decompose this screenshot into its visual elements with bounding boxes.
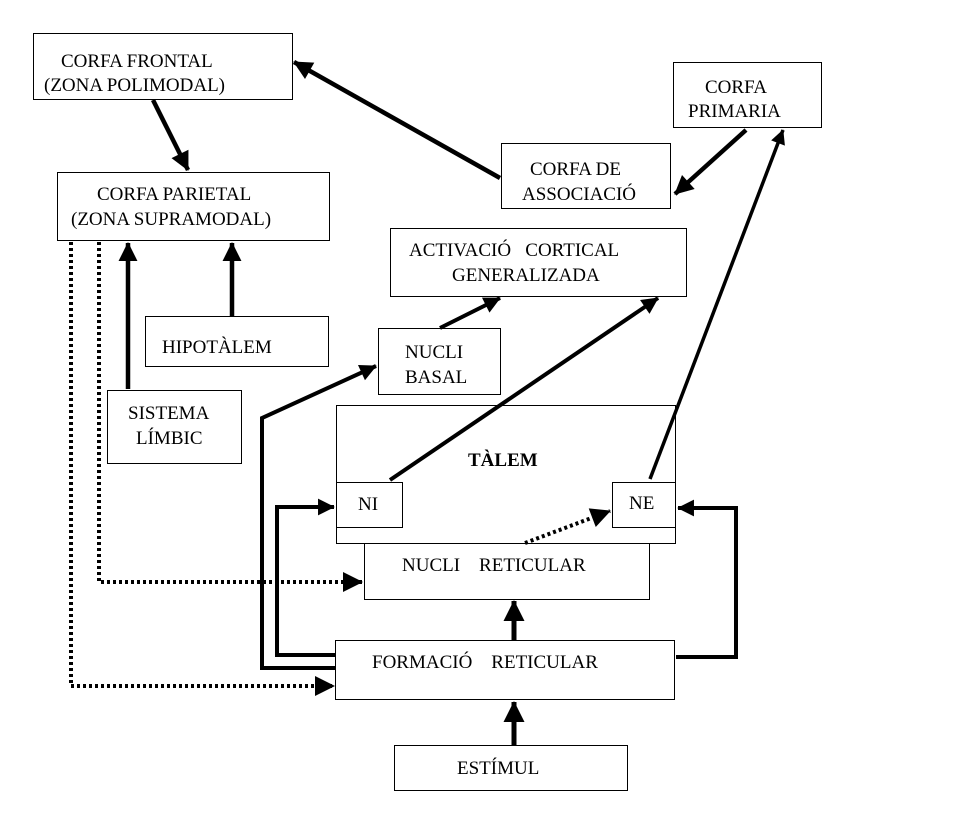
estimul-box <box>394 745 628 791</box>
nucli-basal-label-line2: BASAL <box>405 367 468 388</box>
corfa-frontal-label-line2: (ZONA POLIMODAL) <box>44 75 226 96</box>
nucli-reticular-label: NUCLI RETICULAR <box>402 555 586 576</box>
nucli-basal-box <box>378 328 501 395</box>
activacio-cortical-box <box>390 228 687 297</box>
corfa-primaria-label-line2: PRIMARIA <box>688 101 781 122</box>
arrow-primaria-to-associacio <box>673 128 748 196</box>
arrow-reticular-to-ne-dotted <box>524 508 611 545</box>
ni-label: NI <box>358 494 379 515</box>
sistema-limbic-label-line2: LÍMBIC <box>136 428 203 449</box>
sistema-limbic-box <box>107 390 242 464</box>
nucli-reticular-box <box>364 543 650 600</box>
formacio-reticular-box <box>335 640 675 700</box>
corfa-parietal-label-line2: (ZONA SUPRAMODAL) <box>71 209 272 230</box>
corfa-associacio-label-line1: CORFA DE <box>530 159 621 180</box>
estimul-label: ESTÍMUL <box>457 758 540 779</box>
talem-label: TÀLEM <box>468 450 538 471</box>
arrow-formacio-to-ne <box>676 499 738 659</box>
activacio-cortical-label-line2: GENERALIZADA <box>452 265 600 286</box>
corfa-parietal-label-line1: CORFA PARIETAL <box>97 184 252 205</box>
arrow-parietal-to-formacio-dotted <box>69 242 335 696</box>
hipotalem-label: HIPOTÀLEM <box>162 337 272 358</box>
sistema-limbic-label-line1: SISTEMA <box>128 403 210 424</box>
ne-box <box>612 482 676 528</box>
corfa-primaria-label-line1: CORFA <box>705 77 767 98</box>
corfa-frontal-box <box>33 33 293 100</box>
corfa-parietal-box <box>57 172 330 241</box>
hipotalem-box <box>145 316 329 367</box>
arrow-basal-to-activacio <box>439 296 501 330</box>
arrow-ni-to-activacio <box>388 296 660 482</box>
arrow-frontal-to-parietal <box>150 98 191 172</box>
formacio-reticular-label: FORMACIÓ RETICULAR <box>372 652 598 673</box>
activacio-cortical-label-line1: ACTIVACIÓ CORTICAL <box>409 240 620 261</box>
arrow-associacio-to-frontal <box>292 60 502 180</box>
corfa-associacio-box <box>501 143 671 209</box>
corfa-frontal-label-line1: CORFA FRONTAL <box>61 51 213 72</box>
corfa-primaria-box <box>673 62 822 128</box>
arrow-formacio-to-basal <box>260 364 377 670</box>
nucli-basal-label-line1: NUCLI <box>405 342 464 363</box>
arrow-ne-to-primaria <box>648 129 785 480</box>
ni-box <box>336 482 403 528</box>
ne-label: NE <box>629 493 655 514</box>
corfa-associacio-label-line2: ASSOCIACIÓ <box>522 184 637 205</box>
